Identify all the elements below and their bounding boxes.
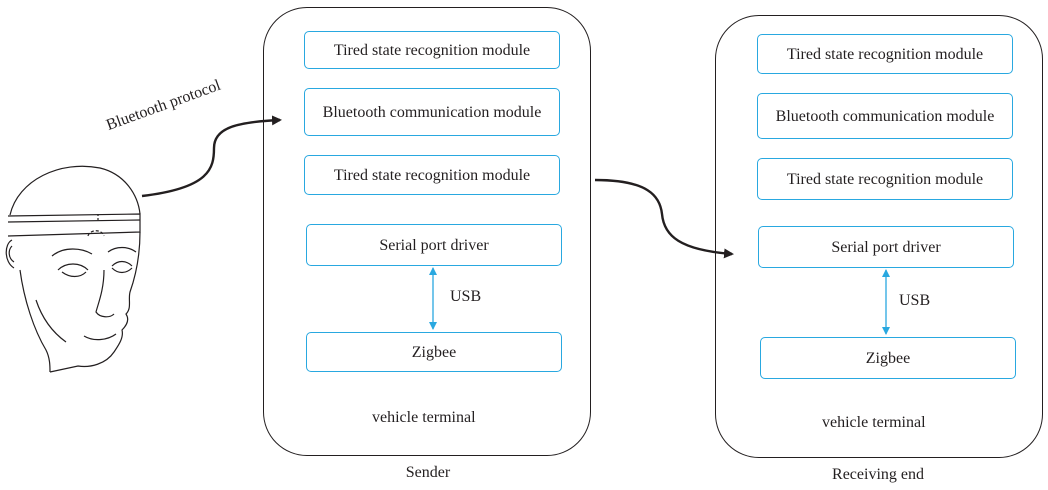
sender-caption: Sender — [405, 464, 451, 481]
sender-zigbee: Zigbee — [306, 332, 562, 372]
sender-to-receiver-arrow — [594, 178, 734, 259]
sender-usb-label: USB — [450, 288, 482, 305]
receiver-zigbee: Zigbee — [760, 337, 1016, 379]
bluetooth-arrow — [141, 115, 282, 198]
sender-serial-port-driver: Serial port driver — [306, 224, 562, 266]
receiver-usb-label: USB — [899, 292, 931, 309]
sender-tired-state-module-1: Tired state recognition module — [304, 31, 560, 69]
receiver-tired-state-module-1: Tired state recognition module — [757, 34, 1013, 74]
receiver-caption: Receiving end — [832, 466, 924, 483]
sender-vehicle-terminal-label: vehicle terminal — [372, 409, 476, 426]
sender-tired-state-module-2: Tired state recognition module — [304, 155, 560, 195]
receiver-terminal — [715, 15, 1043, 458]
receiver-serial-port-driver: Serial port driver — [758, 226, 1014, 268]
receiver-bluetooth-communication-module: Bluetooth communication module — [757, 93, 1013, 139]
receiver-vehicle-terminal-label: vehicle terminal — [822, 414, 926, 431]
head-with-headband-icon — [5, 165, 141, 373]
receiver-tired-state-module-2: Tired state recognition module — [757, 158, 1013, 200]
sender-bluetooth-communication-module: Bluetooth communication module — [304, 88, 560, 136]
sender-terminal — [263, 7, 591, 456]
